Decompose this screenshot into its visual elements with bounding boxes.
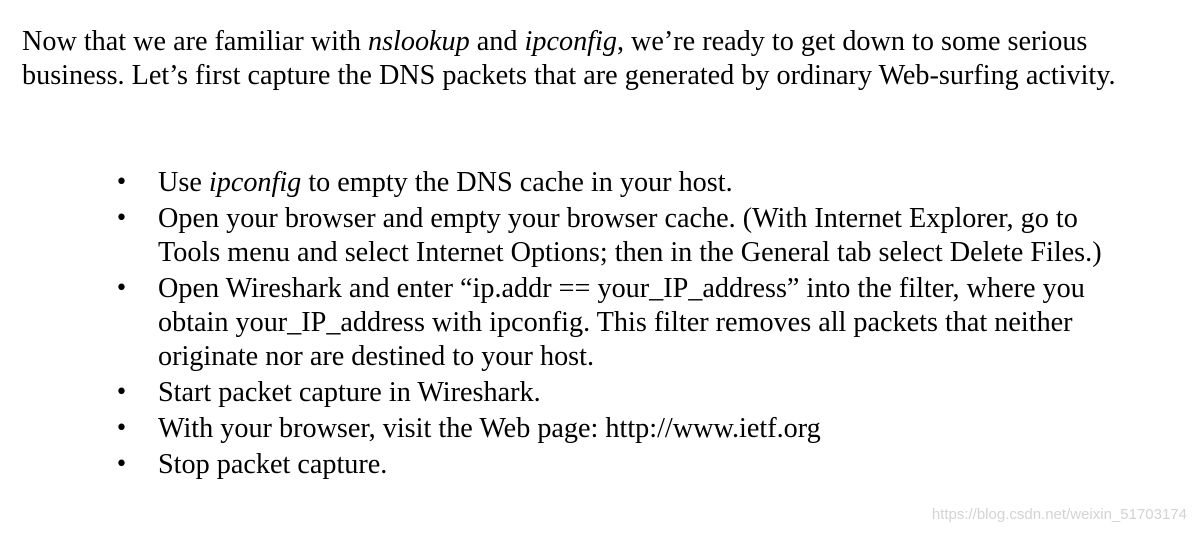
intro-term-ipconfig: ipconfig	[524, 26, 617, 57]
intro-term-nslookup: nslookup	[367, 26, 470, 57]
bullet-icon: •	[115, 452, 128, 477]
intro-text-2: and	[469, 26, 525, 57]
step-4-text: Start packet capture in Wireshark.	[158, 377, 541, 408]
step-item-6: • Stop packet capture.	[0, 448, 1108, 482]
step-item-4: • Start packet capture in Wireshark.	[0, 376, 1108, 410]
step-item-1: • Use ipconfig to empty the DNS cache in …	[0, 166, 1108, 200]
bullet-icon: •	[115, 380, 128, 405]
intro-text-1: Now that we are familiar with	[22, 26, 368, 57]
intro-paragraph: Now that we are familiar with nslookup a…	[22, 25, 1182, 93]
step-5-text: With your browser, visit the Web page: h…	[158, 413, 821, 444]
step-item-3: • Open Wireshark and enter “ip.addr == yo…	[0, 272, 1108, 374]
step-item-2: • Open your browser and empty your browse…	[0, 202, 1108, 270]
step-2-text: Open your browser and empty your browser…	[158, 203, 1102, 268]
step-item-5: • With your browser, visit the Web page: …	[0, 412, 1108, 446]
step-1-text-pre: Use	[158, 167, 209, 198]
intro-text-3: , we’re ready to get down to some seriou…	[22, 26, 1116, 91]
step-1-text-post: to empty the DNS cache in your host.	[301, 167, 733, 198]
step-3-text: Open Wireshark and enter “ip.addr == you…	[158, 273, 1085, 372]
bullet-icon: •	[115, 206, 128, 231]
step-1-term: ipconfig	[208, 167, 302, 198]
bullet-icon: •	[115, 276, 128, 301]
bullet-icon: •	[115, 416, 128, 441]
watermark-url: https://blog.csdn.net/weixin_51703174	[931, 506, 1187, 523]
step-6-text: Stop packet capture.	[158, 449, 388, 480]
step-list: • Use ipconfig to empty the DNS cache in …	[0, 166, 1199, 484]
bullet-icon: •	[115, 170, 128, 195]
